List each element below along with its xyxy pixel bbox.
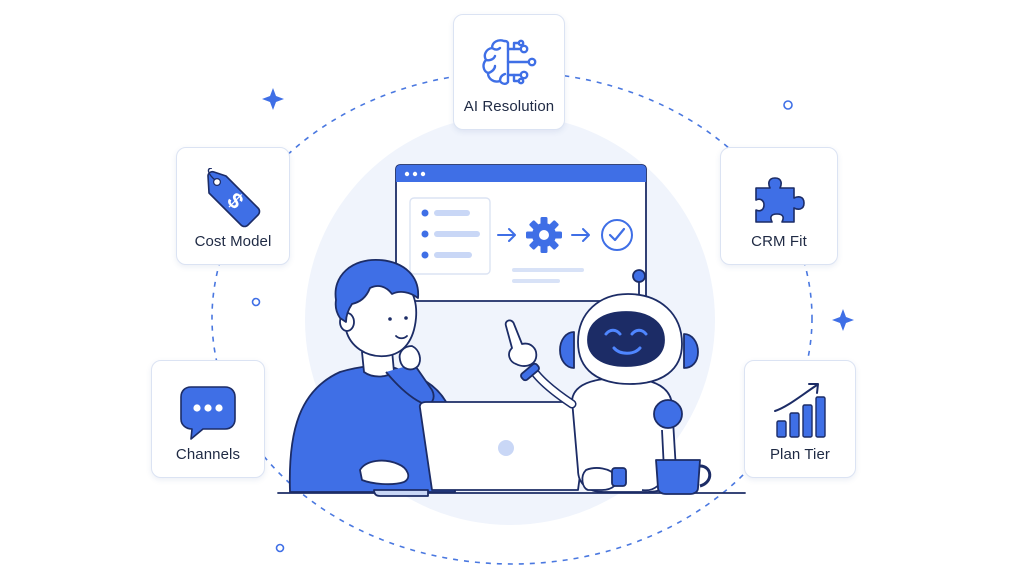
feature-card-crm-fit: CRM Fit xyxy=(720,147,838,265)
browser-window xyxy=(395,164,647,302)
arrow-icon xyxy=(497,228,516,242)
robot-illustration xyxy=(504,269,699,493)
laptop-illustration xyxy=(373,401,591,497)
feature-card-ai-resolution: AI Resolution xyxy=(453,14,565,130)
growth-bar-chart-icon xyxy=(774,383,826,438)
puzzle-piece-icon xyxy=(755,177,805,223)
dot-decoration xyxy=(783,100,793,110)
gear-icon xyxy=(526,217,562,253)
card-label: AI Resolution xyxy=(463,98,555,115)
feature-card-channels: Channels xyxy=(151,360,265,478)
coffee-mug-illustration xyxy=(655,459,712,495)
feature-card-cost-model: $ Cost Model xyxy=(176,147,290,265)
list-icon xyxy=(409,197,491,275)
card-label: Cost Model xyxy=(194,233,272,250)
dot-decoration xyxy=(275,543,285,553)
person-illustration xyxy=(288,259,456,493)
sparkle-icon xyxy=(832,309,854,331)
card-label: Plan Tier xyxy=(769,446,831,463)
card-label: CRM Fit xyxy=(751,233,807,250)
arrow-icon xyxy=(571,228,590,242)
dot-decoration xyxy=(251,297,261,307)
card-label: Channels xyxy=(175,446,241,463)
sparkle-icon xyxy=(262,88,284,110)
feature-card-plan-tier: Plan Tier xyxy=(744,360,856,478)
brain-circuit-icon xyxy=(482,39,537,85)
price-tag-dollar-icon: $ xyxy=(207,168,261,228)
chat-bubble-icon xyxy=(180,386,236,440)
check-circle-icon xyxy=(601,219,633,251)
